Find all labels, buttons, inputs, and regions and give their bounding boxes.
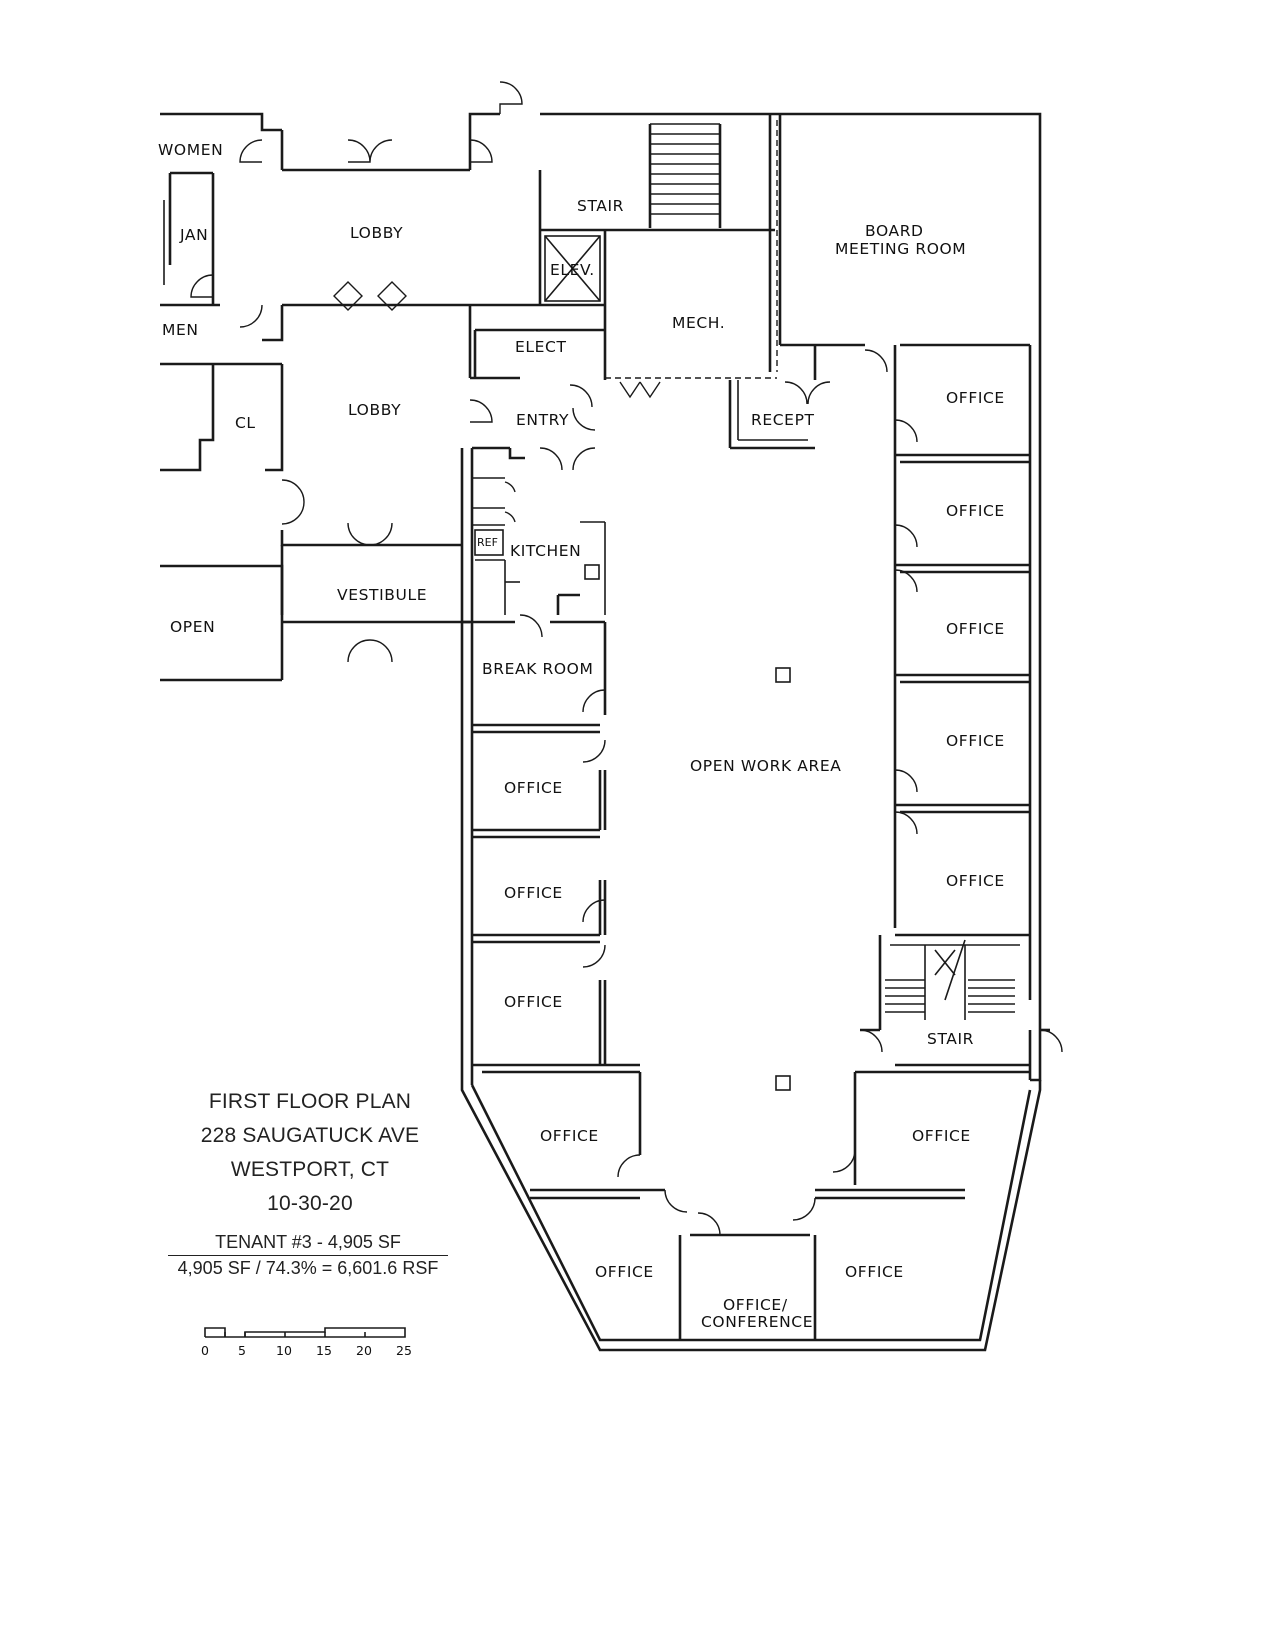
right-offices-walls: [472, 345, 1032, 1340]
scale-label-0: 0: [201, 1343, 209, 1358]
room-label-lobby-upper: LOBBY: [350, 224, 403, 242]
room-label-office: OFFICE: [946, 502, 1005, 520]
column-marker: [775, 667, 791, 683]
door-swings: [190, 81, 1063, 1236]
scale-label-10: 10: [276, 1343, 292, 1358]
room-label-office: OFFICE: [595, 1263, 654, 1281]
room-label-office-conf-1: OFFICE/: [723, 1296, 788, 1314]
room-label-office: OFFICE: [504, 779, 563, 797]
column-marker: [775, 1075, 791, 1091]
room-label-stair-top: STAIR: [577, 197, 624, 215]
room-label-board-2: MEETING ROOM: [835, 240, 966, 258]
room-label-elect: ELECT: [515, 338, 567, 356]
room-label-office-conf-2: CONFERENCE: [701, 1313, 813, 1331]
left-wing-walls: [160, 112, 470, 682]
scale-label-25: 25: [396, 1343, 412, 1358]
plan-title: FIRST FLOOR PLAN: [208, 1090, 412, 1113]
room-label-office: OFFICE: [946, 872, 1005, 890]
title-block: FIRST FLOOR PLAN 228 SAUGATUCK AVE WESTP…: [160, 1085, 460, 1221]
plan-date: 10-30-20: [267, 1192, 353, 1215]
room-label-office: OFFICE: [504, 993, 563, 1011]
tenant-area: TENANT #3 - 4,905 SF: [168, 1232, 448, 1256]
left-offices-walls: [472, 446, 607, 1065]
scale-label-5: 5: [238, 1343, 246, 1358]
room-label-open-work-area: OPEN WORK AREA: [690, 757, 841, 775]
area-block: TENANT #3 - 4,905 SF 4,905 SF / 74.3% = …: [158, 1232, 458, 1279]
room-label-vestibule: VESTIBULE: [337, 586, 427, 604]
room-label-stair-right: STAIR: [927, 1030, 974, 1048]
right-stair: [885, 939, 1031, 1075]
plan-address: 228 SAUGATUCK AVE: [200, 1124, 420, 1147]
scale-label-15: 15: [316, 1343, 332, 1358]
scale-label-20: 20: [356, 1343, 372, 1358]
room-label-lobby-lower: LOBBY: [348, 401, 401, 419]
room-label-mech: MECH.: [672, 314, 725, 332]
room-label-board-1: BOARD: [865, 222, 924, 240]
room-label-office: OFFICE: [540, 1127, 599, 1145]
room-label-break-room: BREAK ROOM: [482, 660, 593, 678]
room-label-elev: ELEV.: [550, 261, 595, 279]
room-label-ref: REF: [477, 536, 498, 549]
room-label-recept: RECEPT: [751, 411, 815, 429]
room-label-kitchen: KITCHEN: [510, 542, 581, 560]
rsf-calculation: 4,905 SF / 74.3% = 6,601.6 RSF: [177, 1258, 439, 1278]
room-label-women: WOMEN: [158, 141, 223, 159]
room-labels: WOMEN JAN LOBBY MEN LOBBY CL VESTIBULE O…: [158, 141, 1005, 1331]
room-label-jan: JAN: [179, 226, 208, 244]
room-label-office: OFFICE: [845, 1263, 904, 1281]
room-label-office: OFFICE: [912, 1127, 971, 1145]
plan-city: WESTPORT, CT: [230, 1158, 390, 1181]
room-label-office: OFFICE: [504, 884, 563, 902]
room-label-office: OFFICE: [946, 732, 1005, 750]
stair-treads-top: [650, 133, 720, 215]
room-label-cl: CL: [235, 414, 256, 432]
room-label-entry: ENTRY: [516, 411, 569, 429]
room-label-men: MEN: [162, 321, 199, 339]
room-label-office: OFFICE: [946, 620, 1005, 638]
service-core-walls: [468, 114, 1030, 928]
room-label-office: OFFICE: [946, 389, 1005, 407]
room-label-open: OPEN: [170, 618, 215, 636]
tenant-outer-walls: [460, 112, 1050, 1352]
scale-bar: 0 5 10 15 20 25: [201, 1327, 412, 1358]
